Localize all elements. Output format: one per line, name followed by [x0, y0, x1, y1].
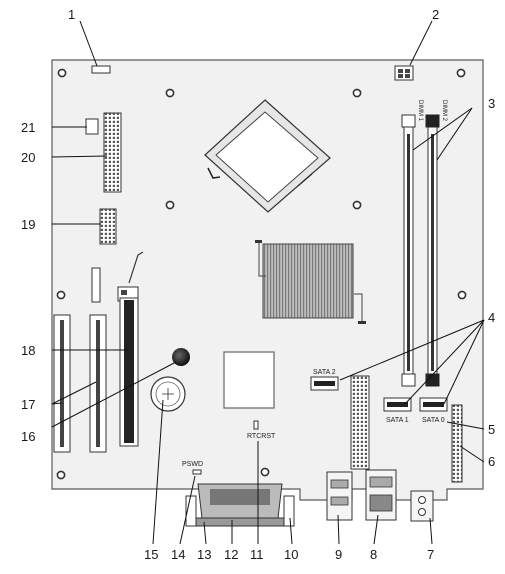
processor-power-connector	[394, 65, 414, 81]
sata1-label: SATA 1	[386, 417, 409, 424]
callout-6: 6	[488, 454, 495, 469]
callout-17: 17	[21, 397, 35, 412]
callout-14: 14	[171, 547, 185, 562]
main-power-connector	[350, 375, 370, 470]
pswd-jumper	[192, 469, 202, 475]
front-usb-header	[99, 208, 117, 245]
ide-connector	[103, 112, 122, 193]
fan-connector-top	[91, 65, 111, 74]
callout-21: 21	[21, 120, 35, 135]
callout-2: 2	[432, 7, 439, 22]
dimm1-label: DIMM 1	[417, 100, 423, 122]
callout-4: 4	[488, 310, 495, 325]
chipset-heatsink	[255, 240, 366, 324]
dimm2-label: DIMM 2	[441, 100, 447, 122]
audio-connector	[410, 490, 434, 522]
sata1-connector	[383, 397, 412, 412]
pci-express-x16-slot	[117, 251, 144, 447]
rtcrst-jumper	[253, 420, 259, 430]
front-panel-connector	[451, 404, 463, 483]
callout-18: 18	[21, 343, 35, 358]
callout-numbers: 1 2 3 4 5 6 7 8 9 10 11 12 13 14 15 16 1…	[21, 7, 495, 562]
mounting-holes	[56, 68, 467, 480]
pci-slot-1	[53, 314, 71, 453]
callout-15: 15	[144, 547, 158, 562]
sata2-label: SATA 2	[313, 369, 336, 376]
x1-slot	[91, 267, 101, 303]
network-connector	[365, 469, 397, 521]
callout-10: 10	[284, 547, 298, 562]
serial-connector	[185, 483, 295, 527]
usb-connector-left	[326, 471, 353, 521]
callout-8: 8	[370, 547, 377, 562]
callout-lines	[51, 20, 485, 545]
callout-13: 13	[197, 547, 211, 562]
sata2-connector	[310, 376, 339, 391]
callout-20: 20	[21, 150, 35, 165]
callout-12: 12	[224, 547, 238, 562]
fan-connector-left	[85, 118, 99, 135]
callout-16: 16	[21, 429, 35, 444]
callout-5: 5	[488, 422, 495, 437]
battery-socket	[150, 376, 186, 412]
pci-slot-2	[89, 314, 107, 453]
dimm-slot-2	[425, 114, 440, 387]
sata0-connector	[419, 397, 448, 412]
speaker	[172, 348, 190, 366]
chipset	[223, 351, 275, 409]
dimm-slot-1	[401, 114, 416, 387]
callout-7: 7	[427, 547, 434, 562]
callout-19: 19	[21, 217, 35, 232]
sata0-label: SATA 0	[422, 417, 445, 424]
rtcrst-label: RTCRST	[247, 433, 276, 440]
callout-3: 3	[488, 96, 495, 111]
processor-socket	[204, 99, 331, 213]
callout-9: 9	[335, 547, 342, 562]
pswd-label: PSWD	[182, 461, 203, 468]
callout-1: 1	[68, 7, 75, 22]
callout-11: 11	[250, 547, 264, 562]
